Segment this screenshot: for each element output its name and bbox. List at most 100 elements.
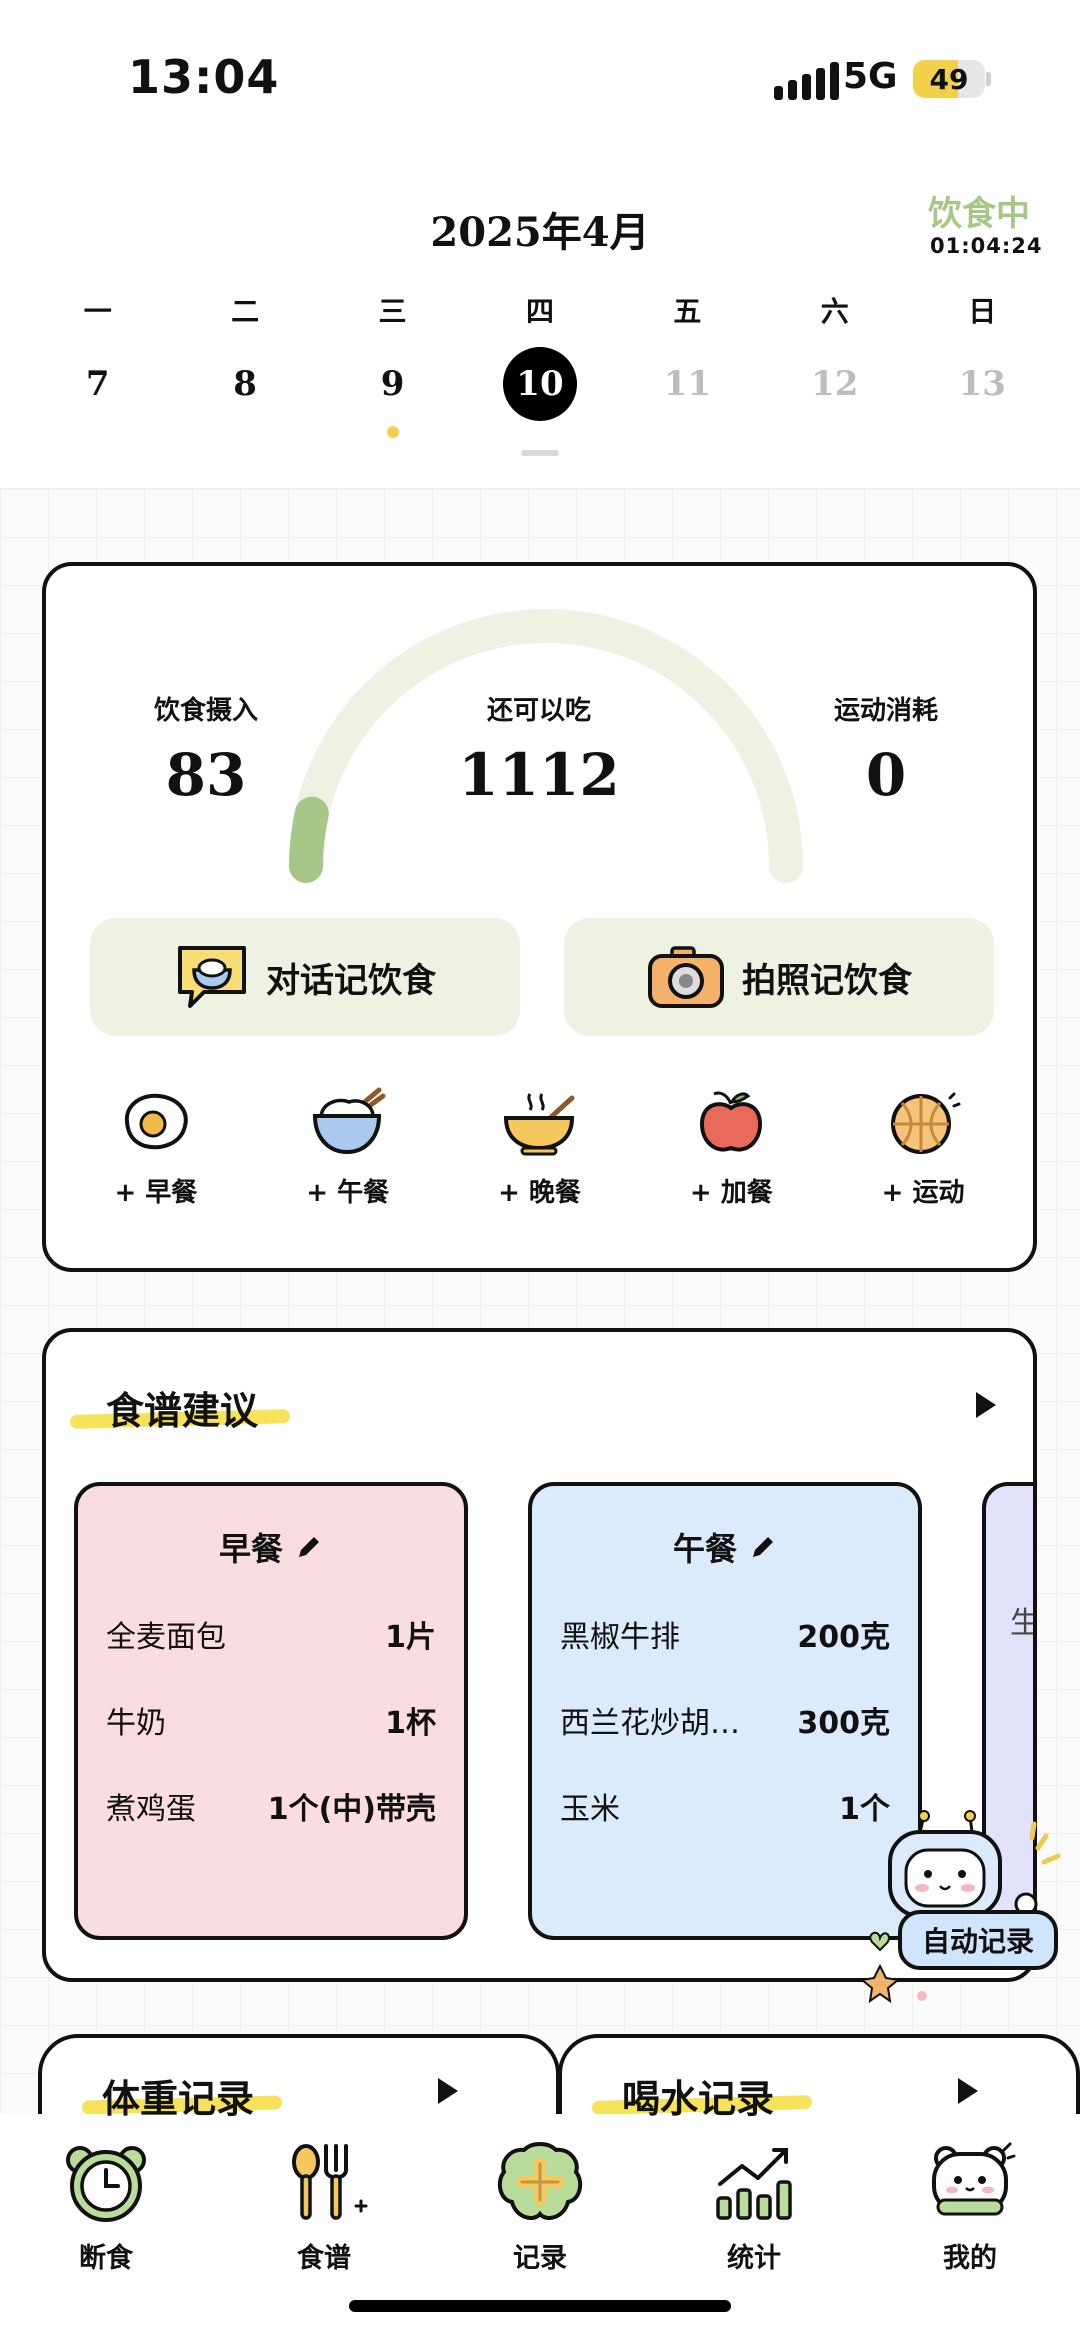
camera-icon: [648, 946, 724, 1008]
weight-record-title: 体重记录: [102, 2076, 255, 2121]
peek-text: 生: [1010, 1606, 1037, 1641]
add-breakfast-label: + 早餐: [114, 1178, 198, 1208]
battery-icon: 49: [913, 60, 985, 98]
home-indicator[interactable]: [349, 2300, 731, 2312]
chart-icon: [716, 2148, 792, 2220]
day-cell-selected[interactable]: 10: [500, 346, 580, 422]
add-dinner-button[interactable]: + 晚餐: [464, 1086, 614, 1209]
basketball-icon: [891, 1092, 961, 1154]
day-cell[interactable]: 7: [58, 346, 138, 422]
burn-stat: 运动消耗 0: [786, 690, 986, 809]
chat-record-button[interactable]: 对话记饮食: [90, 918, 520, 1036]
weight-more-button[interactable]: [438, 2078, 458, 2104]
day-number: 11: [663, 364, 712, 404]
day-cell[interactable]: 12: [795, 346, 875, 422]
add-lunch-label: + 午餐: [306, 1178, 390, 1208]
intake-label: 饮食摄入: [153, 696, 258, 726]
network-label: 5G: [843, 56, 898, 97]
edit-icon[interactable]: [749, 1533, 777, 1561]
tab-fasting[interactable]: 断食: [36, 2140, 176, 2275]
utensils-icon: [292, 2144, 368, 2220]
day-cell[interactable]: 13: [942, 346, 1022, 422]
soup-bowl-icon: [504, 1093, 575, 1156]
month-title[interactable]: 2025年4月: [430, 209, 650, 256]
recipe-more-button[interactable]: [976, 1392, 996, 1418]
weekday-label: 五: [673, 295, 702, 328]
add-breakfast-button[interactable]: + 早餐: [81, 1086, 231, 1209]
day-cell[interactable]: 11: [647, 346, 727, 422]
day-number: 7: [85, 364, 110, 404]
robot-mascot-icon[interactable]: [860, 1808, 1080, 2008]
recipe-card-title: 午餐: [672, 1530, 737, 1568]
tab-profile[interactable]: 我的: [900, 2140, 1040, 2275]
tab-label: 食谱: [297, 2243, 351, 2274]
edit-icon[interactable]: [295, 1533, 323, 1561]
tab-label: 我的: [943, 2243, 997, 2274]
food-row: 煮鸡蛋 1个(中)带壳: [78, 1784, 464, 1828]
day-row: 7 8 9 10 11 12 13: [0, 346, 1080, 438]
add-snack-label: + 加餐: [689, 1178, 773, 1208]
clock-icon: [66, 2146, 146, 2222]
calendar-expand-handle[interactable]: [521, 450, 559, 456]
food-name: 煮鸡蛋: [106, 1792, 196, 1827]
battery-tip: [986, 72, 991, 86]
status-time: 13:04: [128, 50, 280, 104]
food-name: 黑椒牛排: [560, 1620, 680, 1655]
add-exercise-label: + 运动: [881, 1178, 965, 1208]
food-row: 牛奶 1杯: [78, 1698, 464, 1742]
food-qty: 1杯: [385, 1706, 436, 1741]
day-number: 10: [502, 347, 577, 421]
recipe-card-title: 早餐: [218, 1530, 283, 1568]
add-exercise-button[interactable]: + 运动: [848, 1086, 998, 1209]
food-row: 玉米 1个: [532, 1784, 918, 1828]
food-name: 玉米: [560, 1792, 620, 1827]
calorie-summary-card: 饮食摄入 83 还可以吃 1112 运动消耗 0 对话记饮食 拍照记饮食: [42, 562, 1037, 1272]
photo-record-label: 拍照记饮食: [742, 960, 912, 1001]
calorie-gauge: [289, 609, 803, 883]
auto-record-button[interactable]: 自动记录: [898, 1910, 1058, 1970]
weekday-row: 一 二 三 四 五 六 日: [0, 290, 1080, 330]
food-qty: 1个: [839, 1792, 890, 1827]
food-name: 牛奶: [106, 1706, 166, 1741]
tab-recipes[interactable]: 食谱: [254, 2140, 394, 2275]
day-cell[interactable]: 9: [353, 346, 433, 438]
add-snack-button[interactable]: + 加餐: [656, 1086, 806, 1209]
water-more-button[interactable]: [958, 2078, 978, 2104]
tab-statistics[interactable]: 统计: [684, 2140, 824, 2275]
tab-label: 断食: [79, 2243, 133, 2274]
apple-icon: [700, 1091, 763, 1152]
food-name: 全麦面包: [106, 1620, 226, 1655]
fasting-state[interactable]: 饮食中: [928, 194, 1030, 234]
day-number: 8: [233, 364, 257, 404]
chat-record-label: 对话记饮食: [266, 960, 436, 1001]
weekday-label: 六: [820, 295, 849, 328]
remaining-label: 还可以吃: [486, 696, 591, 726]
food-qty: 300克: [797, 1706, 890, 1741]
food-row: 黑椒牛排 200克: [532, 1612, 918, 1656]
food-qty: 200克: [797, 1620, 890, 1655]
food-qty: 1个(中)带壳: [267, 1792, 436, 1827]
lunch-recipe-card[interactable]: 午餐 黑椒牛排 200克 西兰花炒胡…300克 玉米 1个: [528, 1482, 922, 1940]
tab-record[interactable]: 记录: [470, 2140, 610, 2275]
photo-record-button[interactable]: 拍照记饮食: [564, 918, 994, 1036]
status-bar: 13:04 5G 49: [0, 0, 1080, 150]
add-dinner-label: + 晚餐: [498, 1178, 581, 1208]
battery-level: 49: [929, 63, 969, 96]
add-lunch-button[interactable]: + 午餐: [273, 1086, 423, 1209]
day-number: 12: [811, 364, 859, 404]
day-number: 13: [958, 364, 1006, 404]
burn-label: 运动消耗: [833, 696, 938, 726]
day-cell[interactable]: 8: [205, 346, 285, 422]
weekday-label: 日: [968, 295, 997, 328]
tab-label: 记录: [513, 2243, 567, 2274]
intake-stat: 饮食摄入 83: [106, 690, 306, 809]
burn-value: 0: [865, 741, 907, 809]
fasting-timer: 01:04:24: [930, 234, 1043, 258]
food-row: 西兰花炒胡…300克: [532, 1698, 918, 1742]
recipe-section-title: 食谱建议: [106, 1388, 259, 1433]
signal-icon: [774, 62, 839, 100]
bear-icon: [932, 2142, 1016, 2216]
remaining-value: 1112: [458, 741, 620, 809]
